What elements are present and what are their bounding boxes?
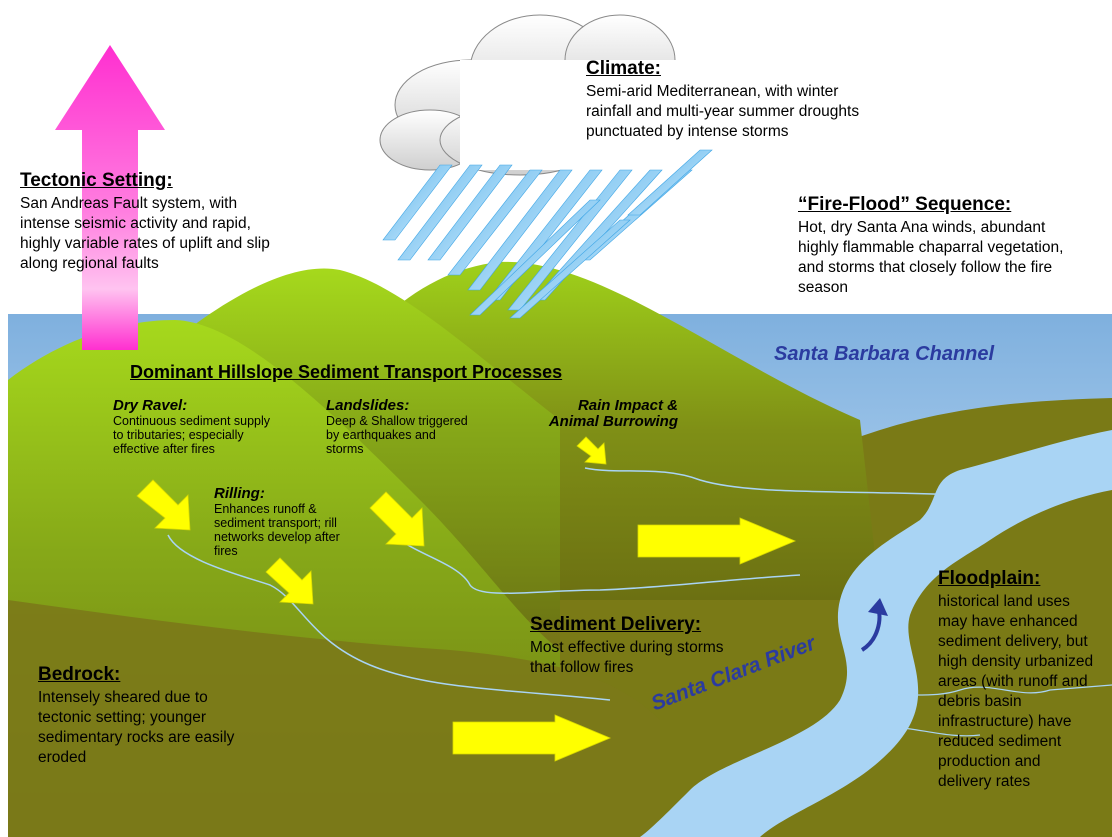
bedrock-heading: Bedrock: [38, 664, 121, 685]
arrow-dry-ravel [136, 479, 191, 531]
landslides-heading: Landslides: [326, 397, 410, 414]
arrow-delivery-lower [452, 714, 612, 762]
tectonic-setting-text: San Andreas Fault system, with intense s… [20, 195, 270, 272]
lower-plain [8, 600, 660, 837]
storm-cloud [379, 14, 690, 176]
rilling-text: Enhances runoff & sediment transport; ri… [214, 502, 340, 558]
processes-title: Dominant Hillslope Sediment Transport Pr… [130, 362, 563, 382]
fire-flood-text: Hot, dry Santa Ana winds, abundant highl… [798, 219, 1064, 296]
tectonic-setting-block: Tectonic Setting: San Andreas Fault syst… [20, 170, 270, 274]
rain-impact-block: Rain Impact & Animal Burrowing [518, 398, 678, 430]
river-flow-arrowhead [868, 598, 888, 616]
rain-impact-heading-1: Rain Impact & [577, 397, 678, 414]
yellow-arrows [136, 436, 797, 762]
arrow-landslides [369, 491, 425, 547]
tectonic-setting-heading: Tectonic Setting: [20, 170, 173, 191]
dry-ravel-heading: Dry Ravel: [113, 397, 188, 414]
uplift-arrow [55, 45, 165, 350]
santa-barbara-channel-label: Santa Barbara Channel [774, 343, 995, 365]
rain-streaks [382, 149, 713, 319]
rilling-block: Rilling: Enhances runoff & sediment tran… [214, 485, 354, 559]
fire-flood-block: “Fire-Flood” Sequence: Hot, dry Santa An… [798, 194, 1082, 298]
fire-flood-heading: “Fire-Flood” Sequence: [798, 194, 1012, 215]
bedrock-block: Bedrock: Intensely sheared due to tecton… [38, 664, 238, 768]
arrow-rilling [265, 557, 314, 605]
sediment-delivery-text: Most effective during storms that follow… [530, 639, 724, 676]
floodplain-text: historical land uses may have enhanced s… [938, 593, 1094, 790]
rilling-heading: Rilling: [214, 485, 265, 502]
tributary-2 [399, 539, 801, 595]
dry-ravel-text: Continuous sediment supply to tributarie… [113, 414, 271, 456]
climate-heading: Climate: [586, 58, 661, 79]
floodplain-block: Floodplain: historical land uses may hav… [938, 568, 1098, 792]
landslides-block: Landslides: Deep & Shallow triggered by … [326, 397, 476, 457]
dry-ravel-block: Dry Ravel: Continuous sediment supply to… [113, 397, 273, 457]
landslides-text: Deep & Shallow triggered by earthquakes … [326, 414, 468, 456]
sediment-delivery-block: Sediment Delivery: Most effective during… [530, 614, 740, 678]
floodplain-channels [869, 684, 1112, 737]
climate-text: Semi-arid Mediterranean, with winter rai… [586, 83, 860, 140]
climate-block: Climate: Semi-arid Mediterranean, with w… [586, 58, 886, 142]
rain-impact-heading-2: Animal Burrowing [548, 413, 678, 430]
bedrock-text: Intensely sheared due to tectonic settin… [38, 689, 235, 766]
arrow-delivery-upper [637, 517, 797, 565]
floodplain-heading: Floodplain: [938, 568, 1041, 589]
sediment-delivery-heading: Sediment Delivery: [530, 614, 702, 635]
tributary-3 [584, 467, 961, 496]
arrow-rain-impact [576, 436, 607, 465]
tributary-1 [167, 534, 611, 701]
